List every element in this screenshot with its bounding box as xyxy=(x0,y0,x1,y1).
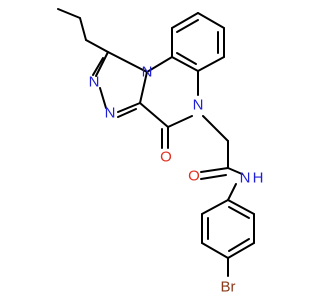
bond-propyl-1 xyxy=(57,8,81,19)
atom-nh-amide-h: H xyxy=(253,170,264,187)
bond-c-amide-o xyxy=(200,167,229,173)
bond-triazole-c-n-dbl xyxy=(117,108,137,118)
bond-c-amide-o-dbl xyxy=(200,174,227,180)
atom-o-amide: O xyxy=(188,168,200,185)
bond-c-amide-n xyxy=(227,167,243,175)
bond-c-carbonyl-c xyxy=(139,102,169,128)
bond-phenyl-3 xyxy=(201,242,229,259)
atom-n-triazole-left: N xyxy=(89,74,100,91)
bond-benzo-3 xyxy=(197,12,225,29)
bond-benzo-2 xyxy=(171,12,199,29)
bond-benzo-2-dbl xyxy=(176,19,199,33)
atom-n-triazole-mid: N xyxy=(105,105,116,122)
bond-phenyl-1 xyxy=(201,199,229,215)
bond-benzo-5 xyxy=(197,56,225,72)
bond-n-amide-c-carbonyl xyxy=(167,115,193,128)
bond-triazole-c-n4 xyxy=(139,71,148,104)
atom-nh-amide-n: N xyxy=(240,170,251,187)
bond-triazole-n-c xyxy=(117,102,141,113)
atom-labels: N N N N O O N H Br xyxy=(89,64,264,296)
bond-c-aryl-c-aryl xyxy=(171,56,199,72)
bond-phenyl-6 xyxy=(227,199,255,215)
bond-propyl-3 xyxy=(85,39,109,53)
bond-layer xyxy=(57,8,255,277)
bond-n-c-aryl-para xyxy=(227,183,237,201)
bond-phenyl-4 xyxy=(227,242,255,259)
bond-triazole-n4-c1 xyxy=(107,51,148,73)
bond-phenyl-4-dbl xyxy=(228,238,250,252)
atom-n-triazole-top: N xyxy=(142,64,153,81)
bond-benzo-6-dbl xyxy=(176,52,197,65)
bond-n-ch2 xyxy=(202,115,229,142)
bond-phenyl-6-dbl xyxy=(228,206,250,219)
bond-triazole-n-n xyxy=(99,87,107,109)
bond-n4-c-aryl xyxy=(146,56,173,73)
molecule-structure: N N N N O O N H Br xyxy=(57,8,264,296)
bond-triazole-c1-n-dbl xyxy=(92,57,104,76)
bond-triazole-c1-n xyxy=(95,51,109,77)
atom-br: Br xyxy=(221,279,236,296)
bond-propyl-2 xyxy=(79,17,87,41)
atom-n-ring-amide: N xyxy=(193,97,204,114)
atom-o-ring-carbonyl: O xyxy=(160,149,172,166)
